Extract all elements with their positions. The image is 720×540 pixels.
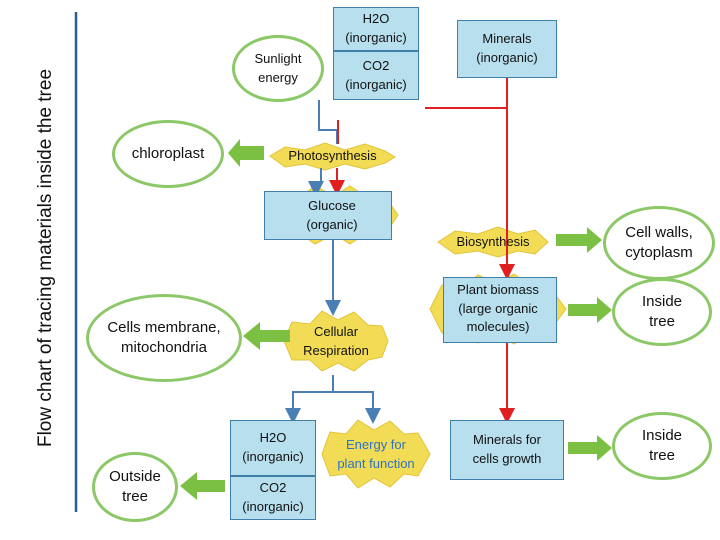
- green-arrow-to-cell-walls: [556, 227, 602, 253]
- co2-top-box: CO2 (inorganic): [333, 51, 419, 100]
- arrow-respiration-to-energy: [333, 391, 381, 424]
- diagram-title: Flow chart of tracing materials inside t…: [35, 68, 56, 448]
- inside-tree-oval-2: Inside tree: [612, 412, 712, 480]
- arrow-photosynthesis-to-glucose: [308, 168, 324, 197]
- arrow-co2-to-photosynthesis: [318, 100, 338, 144]
- outside-tree-oval: Outside tree: [92, 452, 178, 522]
- arrow-respiration-to-h2o: [285, 375, 334, 424]
- cell-walls-oval: Cell walls, cytoplasm: [603, 206, 715, 280]
- plant-biomass-box: [443, 277, 557, 343]
- green-arrow-to-inside-tree-2: [568, 435, 612, 461]
- photosynthesis-burst: [269, 142, 396, 171]
- minerals-box: Minerals (inorganic): [457, 20, 557, 78]
- cells-membrane-oval: Cells membrane, mitochondria: [86, 294, 242, 382]
- respiration-burst: [283, 310, 389, 372]
- green-arrow-to-cells-membrane: [243, 322, 290, 350]
- minerals-growth-box: Minerals for cells growth: [450, 420, 564, 480]
- energy-label: Energy for plant function: [337, 437, 415, 471]
- h2o-top-box: H2O (inorganic): [333, 7, 419, 51]
- biosynthesis-burst: [437, 226, 549, 258]
- inside-tree-oval-1: Inside tree: [612, 278, 712, 346]
- cellular-respiration-label: Cellular Respiration: [303, 324, 369, 358]
- green-arrow-to-outside-tree: [180, 472, 225, 500]
- glucose-box: [264, 191, 392, 240]
- green-arrow-to-chloroplast: [228, 139, 264, 167]
- glucose-label: Glucose (organic): [306, 198, 358, 232]
- arrow-minerals-to-biomass: [425, 78, 508, 109]
- h2o-bottom-box: H2O (inorganic): [230, 420, 316, 476]
- green-arrow-to-inside-tree-1: [568, 297, 612, 323]
- sunlight-oval: Sunlight energy: [232, 35, 324, 102]
- energy-burst: [321, 419, 431, 489]
- co2-bottom-box: CO2 (inorganic): [230, 476, 316, 520]
- biosynthesis-label: Biosynthesis: [456, 233, 530, 249]
- chloroplast-oval: chloroplast: [112, 120, 224, 188]
- photosynthesis-label: Photosynthesis: [288, 147, 377, 163]
- plant-biomass-label: Plant biomass (large organic molecules): [457, 281, 539, 335]
